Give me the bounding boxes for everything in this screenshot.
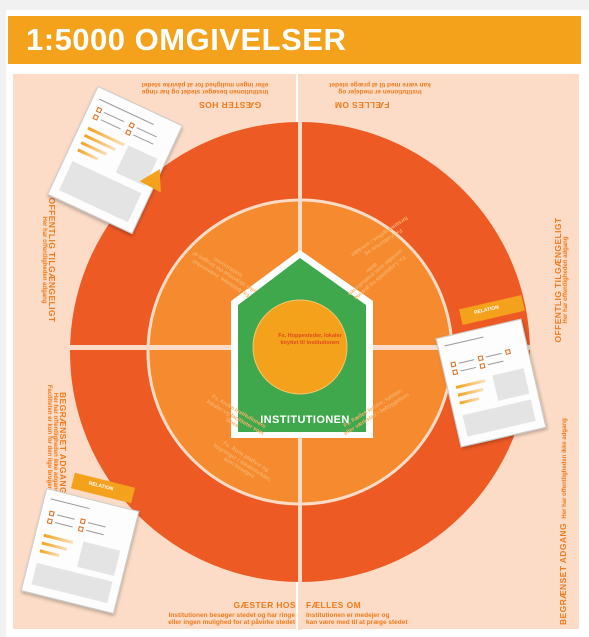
quadrant-text-top-left: Institutionen besøger stedet og har ring… bbox=[130, 80, 280, 95]
quadrant-line2-bottom-right: kan være med til at præge stedet bbox=[306, 619, 408, 627]
side-heading-right-upper: OFFENTLIG TILGÆNGELIGT bbox=[553, 217, 563, 343]
side-sub-right-upper: Her har offentligheden adgang bbox=[563, 236, 569, 324]
side-sub-left-upper: Her har offentligheden adgang bbox=[41, 216, 47, 304]
title-bar: 1:5000 OMGIVELSER bbox=[8, 16, 581, 64]
side-heading-right-lower: BEGRÆNSET ADGANG bbox=[558, 523, 568, 625]
quadrant-line2-top-right: kan være med til at præge stedet bbox=[329, 80, 431, 88]
quadrant-heading-top-left: GÆSTER HOS bbox=[198, 99, 262, 110]
quadrant-text-bottom-left: Institutionen besøger stedet og har ring… bbox=[140, 612, 295, 627]
quadrant-heading-bottom-right: FÆLLES OM bbox=[306, 600, 362, 610]
quadrant-heading-bottom-left: GÆSTER HOS bbox=[233, 600, 296, 610]
quadrant-text-bottom-right: Institutionen er medejer og kan være med… bbox=[306, 612, 456, 627]
page-title: 1:5000 OMGIVELSER bbox=[26, 22, 347, 57]
quadrant-line1-top-right: Institutionen er medejer og bbox=[338, 87, 422, 95]
card-tab-label-right: RELATION bbox=[473, 304, 500, 316]
quadrant-line1-bottom-right: Institutionen er medejer og bbox=[306, 612, 390, 619]
quadrant-text-top-right: Institutionen er medejer og kan være med… bbox=[305, 80, 455, 95]
side-sub-right-lower: Her har offentligheden ikke adgang bbox=[562, 418, 568, 519]
card-tab-label-bottom-left: RELATION bbox=[87, 480, 114, 493]
side-label-right-lower: BEGRÆNSET ADGANG Her har offentligheden … bbox=[553, 405, 583, 625]
side-label-right-upper: OFFENTLIG TILGÆNGELIGT Her har offentlig… bbox=[553, 180, 583, 380]
center-circle bbox=[253, 300, 347, 394]
center-circle-text: Fx. Hoppesteder, lokaler knyttet til ins… bbox=[278, 333, 342, 346]
institution-label: INSTITUTIONEN bbox=[260, 414, 350, 426]
quadrant-line2-bottom-left: eller ingen mulighed for at påvirke sted… bbox=[168, 619, 295, 627]
quadrant-line1-bottom-left: Institutionen besøger stedet og har ring… bbox=[168, 612, 295, 619]
quadrant-heading-top-right: FÆLLES OM bbox=[334, 99, 390, 110]
quadrant-line2-top-left: eller ingen mulighed for at påvirke sted… bbox=[141, 80, 269, 88]
quadrant-line1-top-left: Institutionen besøger stedet og har ring… bbox=[141, 87, 269, 95]
